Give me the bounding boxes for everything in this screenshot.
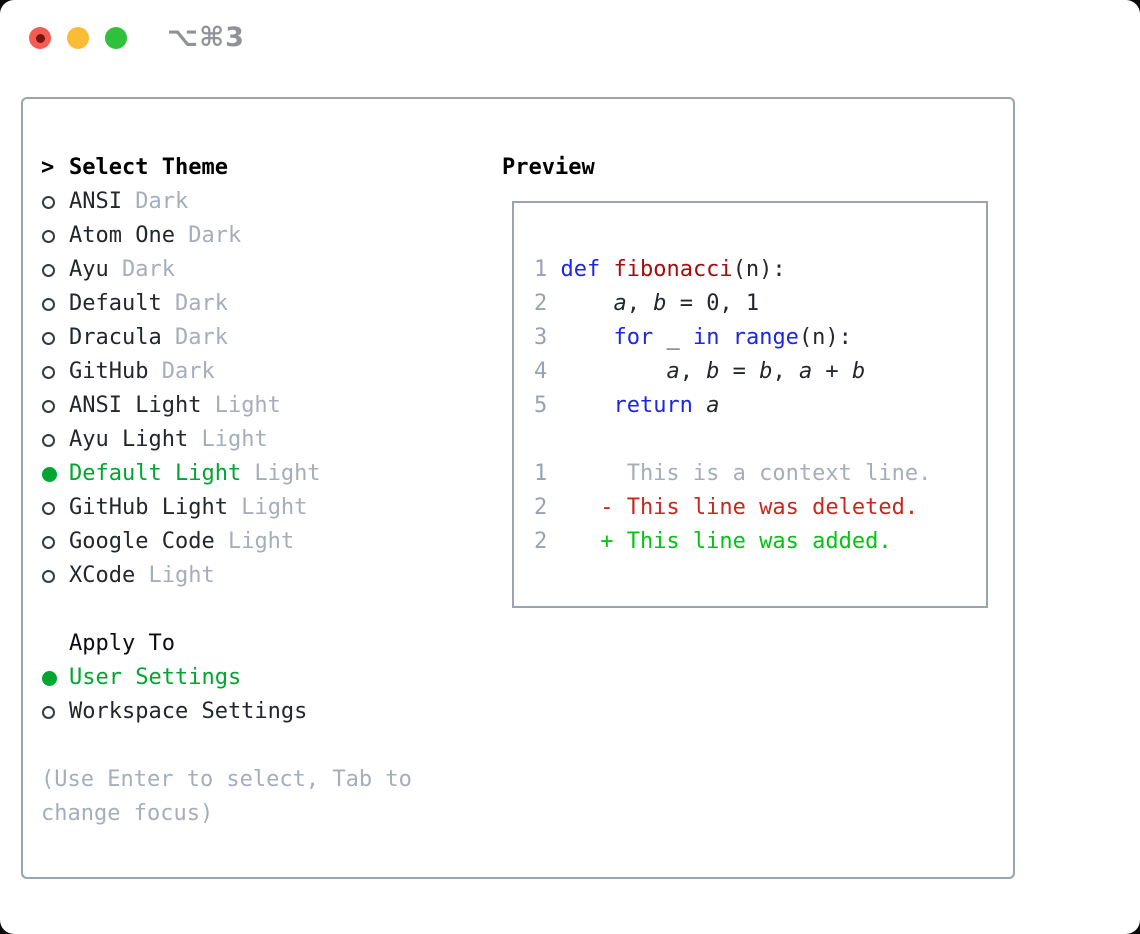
theme-name: Ayu [69,257,109,282]
radio-unselected-icon [42,331,55,345]
theme-variant-tag: Light [201,393,281,418]
theme-option-ansi[interactable]: ANSI Dark [41,185,502,219]
theme-name: ANSI Light [69,393,202,418]
theme-variant-tag: Light [227,495,308,520]
radio-unselected-icon [42,433,55,447]
diff-added-line: 2 + This line was added. [534,529,892,554]
theme-name: Ayu Light [69,427,189,452]
preview-title: Preview [502,155,595,180]
theme-option-github-light[interactable]: GitHub Light Light [41,491,502,525]
select-theme-title: Select Theme [69,155,228,180]
preview-header-row: Preview [502,151,1013,185]
close-button[interactable] [29,27,51,49]
radio-selected-icon [42,670,57,686]
theme-option-github[interactable]: GitHub Dark [41,355,502,389]
theme-option-ayu-light[interactable]: Ayu Light Light [41,423,502,457]
zoom-button[interactable] [105,27,127,49]
apply-option-label: Workspace Settings [69,699,308,724]
titlebar: ⌥⌘3 [0,0,1140,97]
theme-variant-tag: Light [188,427,268,452]
code-line-5: 5 return a [534,393,720,418]
theme-option-ayu[interactable]: Ayu Dark [41,253,502,287]
theme-option-default-light[interactable]: Default Light Light [41,457,502,491]
radio-unselected-icon [42,501,55,515]
theme-name: ANSI [69,189,122,214]
radio-unselected-icon [42,263,55,277]
apply-option-workspace-settings[interactable]: Workspace Settings [41,695,502,729]
diff-block: 1 This is a context line. 2 - This line w… [534,457,986,559]
theme-option-dracula[interactable]: Dracula Dark [41,321,502,355]
theme-name: Atom One [69,223,175,248]
theme-option-atom-one[interactable]: Atom One Dark [41,219,502,253]
apply-to-header: Apply To [41,627,502,661]
code-line-3: 3 for _ in range(n): [534,325,852,350]
theme-option-google-code[interactable]: Google Code Light [41,525,502,559]
theme-name: Default Light [69,461,242,486]
hint-text: (Use Enter to select, Tab to change focu… [41,767,412,826]
theme-name: GitHub [69,359,149,384]
theme-option-ansi-light[interactable]: ANSI Light Light [41,389,502,423]
radio-unselected-icon [42,399,55,413]
theme-variant-tag: Dark [161,291,228,316]
radio-unselected-icon [42,535,55,549]
window-title: ⌥⌘3 [167,22,245,53]
select-theme-header: > Select Theme [41,151,502,185]
radio-unselected-icon [42,297,55,311]
theme-name: Default [69,291,162,316]
code-line-4: 4 a, b = b, a + b [534,359,866,384]
theme-name: XCode [69,563,136,588]
theme-option-default[interactable]: Default Dark [41,287,502,321]
radio-selected-icon [42,466,57,482]
apply-option-user-settings[interactable]: User Settings [41,661,502,695]
diff-deleted-line: 2 - This line was deleted. [534,495,919,520]
apply-option-label: User Settings [69,665,242,690]
cursor-caret-icon: > [41,155,55,180]
theme-variant-tag: Light [241,461,321,486]
theme-variant-tag: Light [214,529,295,554]
close-dot-icon [35,33,45,43]
radio-unselected-icon [42,365,55,379]
theme-name: GitHub Light [69,495,228,520]
radio-unselected-icon [42,705,55,719]
theme-option-xcode[interactable]: XCode Light [41,559,502,593]
radio-unselected-icon [42,229,55,243]
theme-variant-tag: Dark [148,359,215,384]
radio-unselected-icon [42,569,55,583]
theme-variant-tag: Dark [121,189,189,214]
theme-variant-tag: Light [135,563,215,588]
theme-name: Dracula [69,325,162,350]
radio-unselected-icon [42,195,55,209]
theme-variant-tag: Dark [108,257,175,282]
apply-to-title: Apply To [69,631,175,656]
minimize-button[interactable] [67,27,89,49]
diff-context-line: 1 This is a context line. [534,461,932,486]
theme-name: Google Code [69,529,215,554]
traffic-lights [29,27,127,49]
theme-variant-tag: Dark [161,325,228,350]
code-line-2: 2 a, b = 0, 1 [534,291,760,316]
theme-variant-tag: Dark [174,223,242,248]
